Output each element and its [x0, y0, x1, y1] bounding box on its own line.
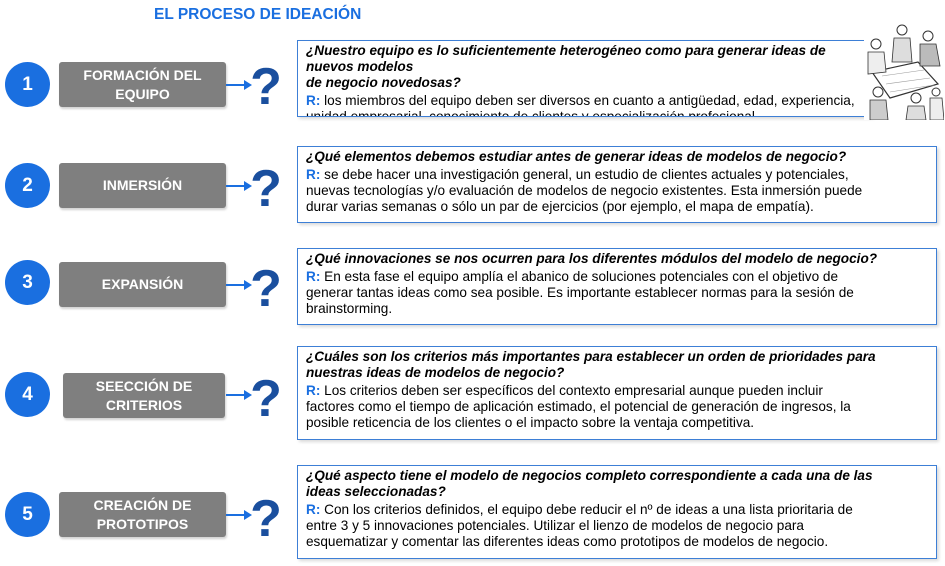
question-text: ¿Cuáles son los criterios más importante… [306, 349, 876, 380]
question-mark-icon: ? [250, 260, 282, 314]
stage-box: EXPANSIÓN [59, 262, 226, 307]
svg-text:?: ? [250, 260, 282, 314]
question-mark-icon: ? [250, 490, 282, 544]
answer-label: R: [306, 502, 321, 517]
arrow-right-icon [226, 510, 252, 520]
question-box: ¿Qué aspecto tiene el modelo de negocios… [297, 465, 937, 559]
answer-text: R: Con los criterios definidos, el equip… [306, 502, 932, 550]
arrow-right-icon [226, 280, 252, 290]
page-title: EL PROCESO DE IDEACIÓN [154, 6, 362, 23]
team-illustration [864, 22, 944, 120]
stage-box: SEECCIÓN DE CRITERIOS [63, 373, 225, 418]
arrow-right-icon [226, 181, 252, 191]
answer-body: los miembros del equipo deben ser divers… [306, 93, 855, 117]
answer-body: Los criterios deben ser específicos del … [306, 383, 851, 430]
stage-box: INMERSIÓN [59, 163, 226, 208]
answer-label: R: [306, 269, 321, 284]
answer-text: R: Los criterios deben ser específicos d… [306, 383, 932, 431]
answer-label: R: [306, 167, 321, 182]
stage-box: CREACIÓN DE PROTOTIPOS [59, 492, 226, 537]
svg-text:?: ? [250, 490, 282, 544]
svg-text:?: ? [250, 58, 282, 112]
step-number-circle: 1 [5, 62, 50, 107]
stage-box: FORMACIÓN DEL EQUIPO [59, 62, 226, 107]
question-box: ¿Cuáles son los criterios más importante… [297, 346, 937, 440]
question-text: ¿Nuestro equipo es lo suficientemente he… [306, 43, 826, 90]
svg-text:?: ? [250, 370, 282, 424]
question-box: ¿Nuestro equipo es lo suficientemente he… [297, 40, 872, 117]
question-text: ¿Qué elementos debemos estudiar antes de… [306, 149, 847, 164]
step-number-circle: 3 [5, 260, 50, 305]
arrow-right-icon [226, 80, 252, 90]
question-mark-icon: ? [250, 370, 282, 424]
answer-text: R: se debe hacer una investigación gener… [306, 167, 932, 215]
answer-label: R: [306, 383, 321, 398]
question-mark-icon: ? [250, 58, 282, 112]
answer-text: R: los miembros del equipo deben ser div… [306, 93, 867, 117]
question-box: ¿Qué elementos debemos estudiar antes de… [297, 146, 937, 223]
step-number-circle: 2 [5, 163, 50, 208]
question-box: ¿Qué innovaciones se nos ocurren para lo… [297, 248, 937, 325]
answer-body: En esta fase el equipo amplía el abanico… [306, 269, 854, 316]
answer-body: Con los criterios definidos, el equipo d… [306, 502, 853, 549]
answer-body: se debe hacer una investigación general,… [306, 167, 863, 214]
step-number-circle: 4 [5, 372, 50, 417]
arrow-right-icon [226, 390, 252, 400]
step-number-circle: 5 [5, 492, 50, 537]
svg-text:?: ? [250, 160, 282, 214]
question-mark-icon: ? [250, 160, 282, 214]
question-text: ¿Qué innovaciones se nos ocurren para lo… [306, 251, 878, 266]
question-text: ¿Qué aspecto tiene el modelo de negocios… [306, 468, 873, 499]
answer-text: R: En esta fase el equipo amplía el aban… [306, 269, 932, 317]
answer-label: R: [306, 93, 321, 108]
